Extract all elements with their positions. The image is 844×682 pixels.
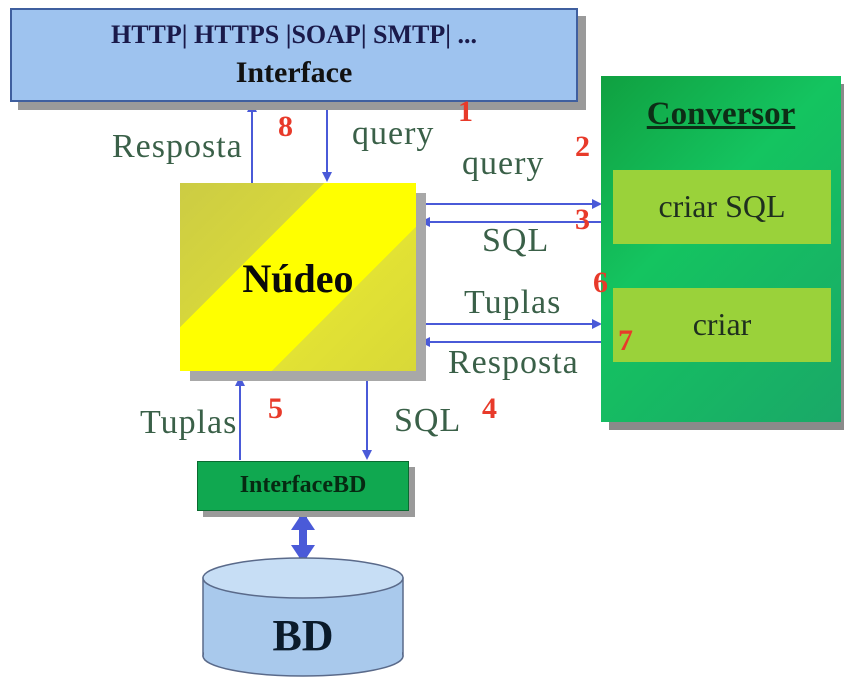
step-number-5: 5 (268, 392, 283, 425)
arrow-db-head-top (291, 512, 315, 530)
edge-label-sql-bottom: SQL (394, 402, 462, 439)
step-number-3: 3 (575, 203, 590, 236)
nucleo-title: Núdeo (242, 256, 354, 301)
criar-box: criar (613, 288, 831, 362)
criar-sql-label: criar SQL (658, 188, 786, 224)
edge-label-sql-right: SQL (482, 222, 550, 259)
interfacebd-box: InterfaceBD (197, 461, 409, 511)
step-number-7: 7 (618, 324, 633, 357)
edge-label-query-right: query (462, 145, 545, 182)
bd-title: BD (272, 611, 334, 660)
protocols-label: HTTP| HTTPS |SOAP| SMTP| ... (110, 20, 477, 49)
step-number-6: 6 (593, 266, 608, 299)
interface-box: HTTP| HTTPS |SOAP| SMTP| ... Interface (10, 8, 578, 102)
step-number-1: 1 (458, 95, 473, 128)
conversor-title: Conversor (646, 96, 796, 132)
bd-cylinder (202, 557, 404, 677)
conversor-box: Conversor criar SQL criar (601, 76, 841, 422)
step-number-4: 4 (482, 392, 497, 425)
criar-sql-box: criar SQL (613, 170, 831, 244)
edge-label-resposta-top: Resposta (112, 128, 243, 165)
interfacebd-title: InterfaceBD (239, 472, 367, 498)
edge-label-query-top: query (352, 115, 435, 152)
edge-label-tuplas-bottom: Tuplas (140, 404, 238, 441)
criar-label: criar (692, 306, 752, 342)
edge-label-tuplas-right: Tuplas (464, 284, 562, 321)
interface-title: Interface (235, 56, 353, 89)
step-number-2: 2 (575, 130, 590, 163)
nucleo-box: Núdeo (180, 183, 416, 371)
edge-label-resposta-right: Resposta (448, 344, 579, 381)
step-number-8: 8 (278, 110, 293, 143)
arrow-db-head-bottom (291, 545, 315, 563)
